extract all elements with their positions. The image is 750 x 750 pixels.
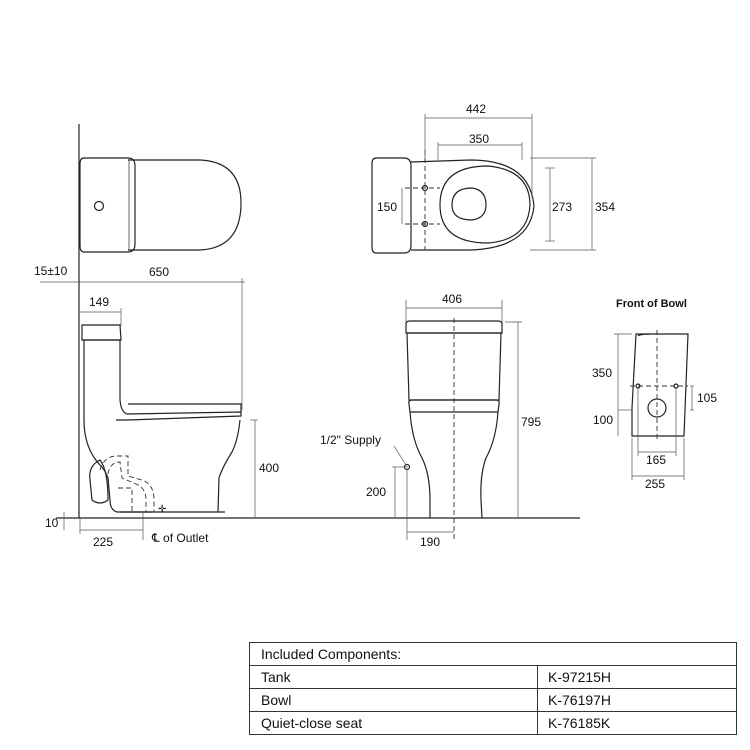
outlet-height-label: 100 (593, 413, 613, 427)
fixing-height-label: 350 (592, 366, 612, 380)
component-code: K-97215H (537, 665, 737, 689)
component-name: Bowl (249, 688, 538, 712)
seat-height-label: 400 (259, 461, 279, 475)
table-header: Included Components: (249, 642, 737, 666)
outlet-label: ℄ of Outlet (151, 531, 209, 545)
base-width-label: 255 (645, 477, 665, 491)
bowl-front-title: Front of Bowl (616, 298, 687, 310)
table-row: Bowl K-76197H (249, 688, 737, 712)
component-code: K-76185K (537, 711, 737, 735)
side-top-plan (79, 157, 242, 253)
overall-depth-label: 354 (595, 200, 615, 214)
toilet-side-profile (81, 324, 242, 513)
front-of-bowl: Front of Bowl 350 105 100 165 255 (592, 298, 717, 491)
tank-offset-label: 149 (89, 295, 109, 309)
outlet-distance-label: 225 (93, 535, 113, 549)
supply-label: 1/2" Supply (320, 433, 381, 447)
wall-gap-label: 15±10 (34, 264, 68, 278)
fixing-offset-label: 105 (697, 391, 717, 405)
included-components-table: Included Components: Tank K-97215H Bowl … (249, 642, 737, 735)
front-view: 406 795 1/2" Supply 200 190 (320, 292, 541, 549)
table-row: Tank K-97215H (249, 665, 737, 689)
tank-width-label: 406 (442, 292, 462, 306)
technical-drawing: ✛ 15±10 650 149 400 10 225 ℄ of Outlet 4… (34, 102, 717, 549)
supply-height-label: 200 (366, 485, 386, 499)
inlet-spacing-label: 150 (377, 200, 397, 214)
fixing-spacing-label: 165 (646, 453, 666, 467)
outlet-marker: ✛ (158, 504, 166, 515)
seat-depth-label: 273 (552, 200, 572, 214)
overall-height-label: 795 (521, 415, 541, 429)
table-row: Quiet-close seat K-76185K (249, 711, 737, 735)
overall-length-label: 650 (149, 265, 169, 279)
base-offset-label: 10 (45, 516, 59, 530)
table-header-row: Included Components: (249, 642, 737, 666)
component-code: K-76197H (537, 688, 737, 712)
overall-width-label: 442 (466, 102, 486, 116)
side-view: ✛ 15±10 650 149 400 10 225 ℄ of Outlet (34, 124, 580, 549)
component-name: Quiet-close seat (249, 711, 538, 735)
top-view: 442 350 150 273 354 (371, 102, 615, 254)
component-name: Tank (249, 665, 538, 689)
fixing-width-label: 350 (469, 132, 489, 146)
supply-offset-label: 190 (420, 535, 440, 549)
